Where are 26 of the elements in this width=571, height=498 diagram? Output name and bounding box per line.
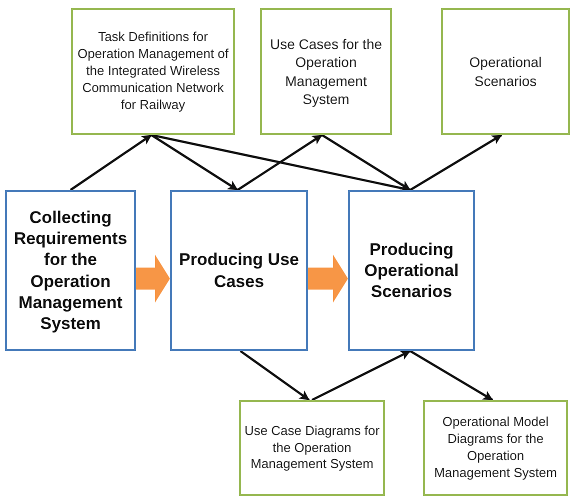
arrow	[321, 134, 411, 191]
arrow	[240, 350, 310, 401]
box-label: Collecting Requirements for the Operation Management System	[12, 206, 128, 334]
arrow	[410, 134, 502, 191]
box-label: Producing Operational Scenarios	[363, 238, 460, 302]
artifact-box	[260, 8, 392, 135]
process-box	[348, 190, 475, 351]
arrow	[70, 134, 152, 191]
box-label: Operational Scenarios	[468, 53, 543, 90]
artifact-box	[441, 8, 570, 135]
box-label: Operational Model Diagrams for the Operation Management System	[433, 414, 558, 482]
block-arrow	[308, 254, 348, 303]
arrow	[311, 350, 411, 402]
artifact-box	[423, 400, 568, 496]
arrow	[410, 350, 494, 401]
box-label: Task Definitions for Operation Management of the Integrated Wireless Communication Network for Railway	[76, 29, 230, 114]
box-label: Producing Use Cases	[178, 249, 300, 292]
artifact-box	[71, 8, 235, 135]
arrow	[150, 134, 238, 191]
process-box	[170, 190, 308, 351]
arrow	[236, 134, 323, 191]
artifact-box	[239, 400, 385, 496]
box-label: Use Cases for the Operation Management System	[268, 35, 384, 108]
box-label: Use Case Diagrams for the Operation Management System	[244, 422, 380, 474]
block-arrow	[136, 254, 170, 303]
process-box	[5, 190, 136, 351]
